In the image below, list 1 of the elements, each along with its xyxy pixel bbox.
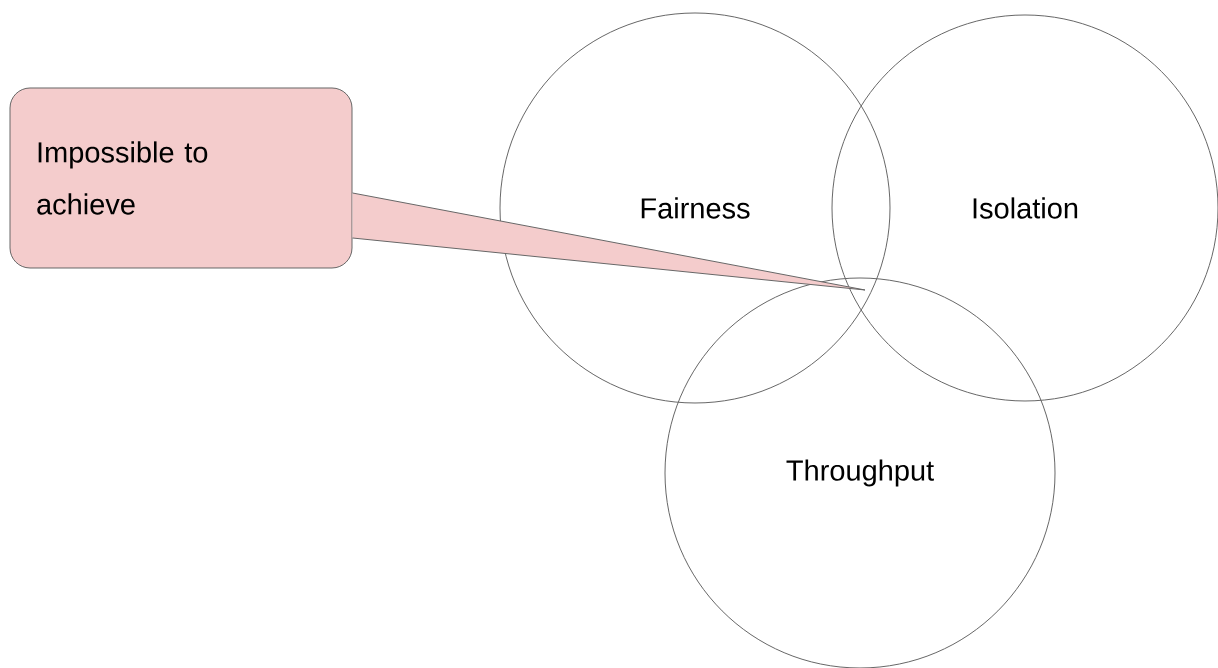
callout-bubble: Impossible to achieve (9, 87, 353, 269)
